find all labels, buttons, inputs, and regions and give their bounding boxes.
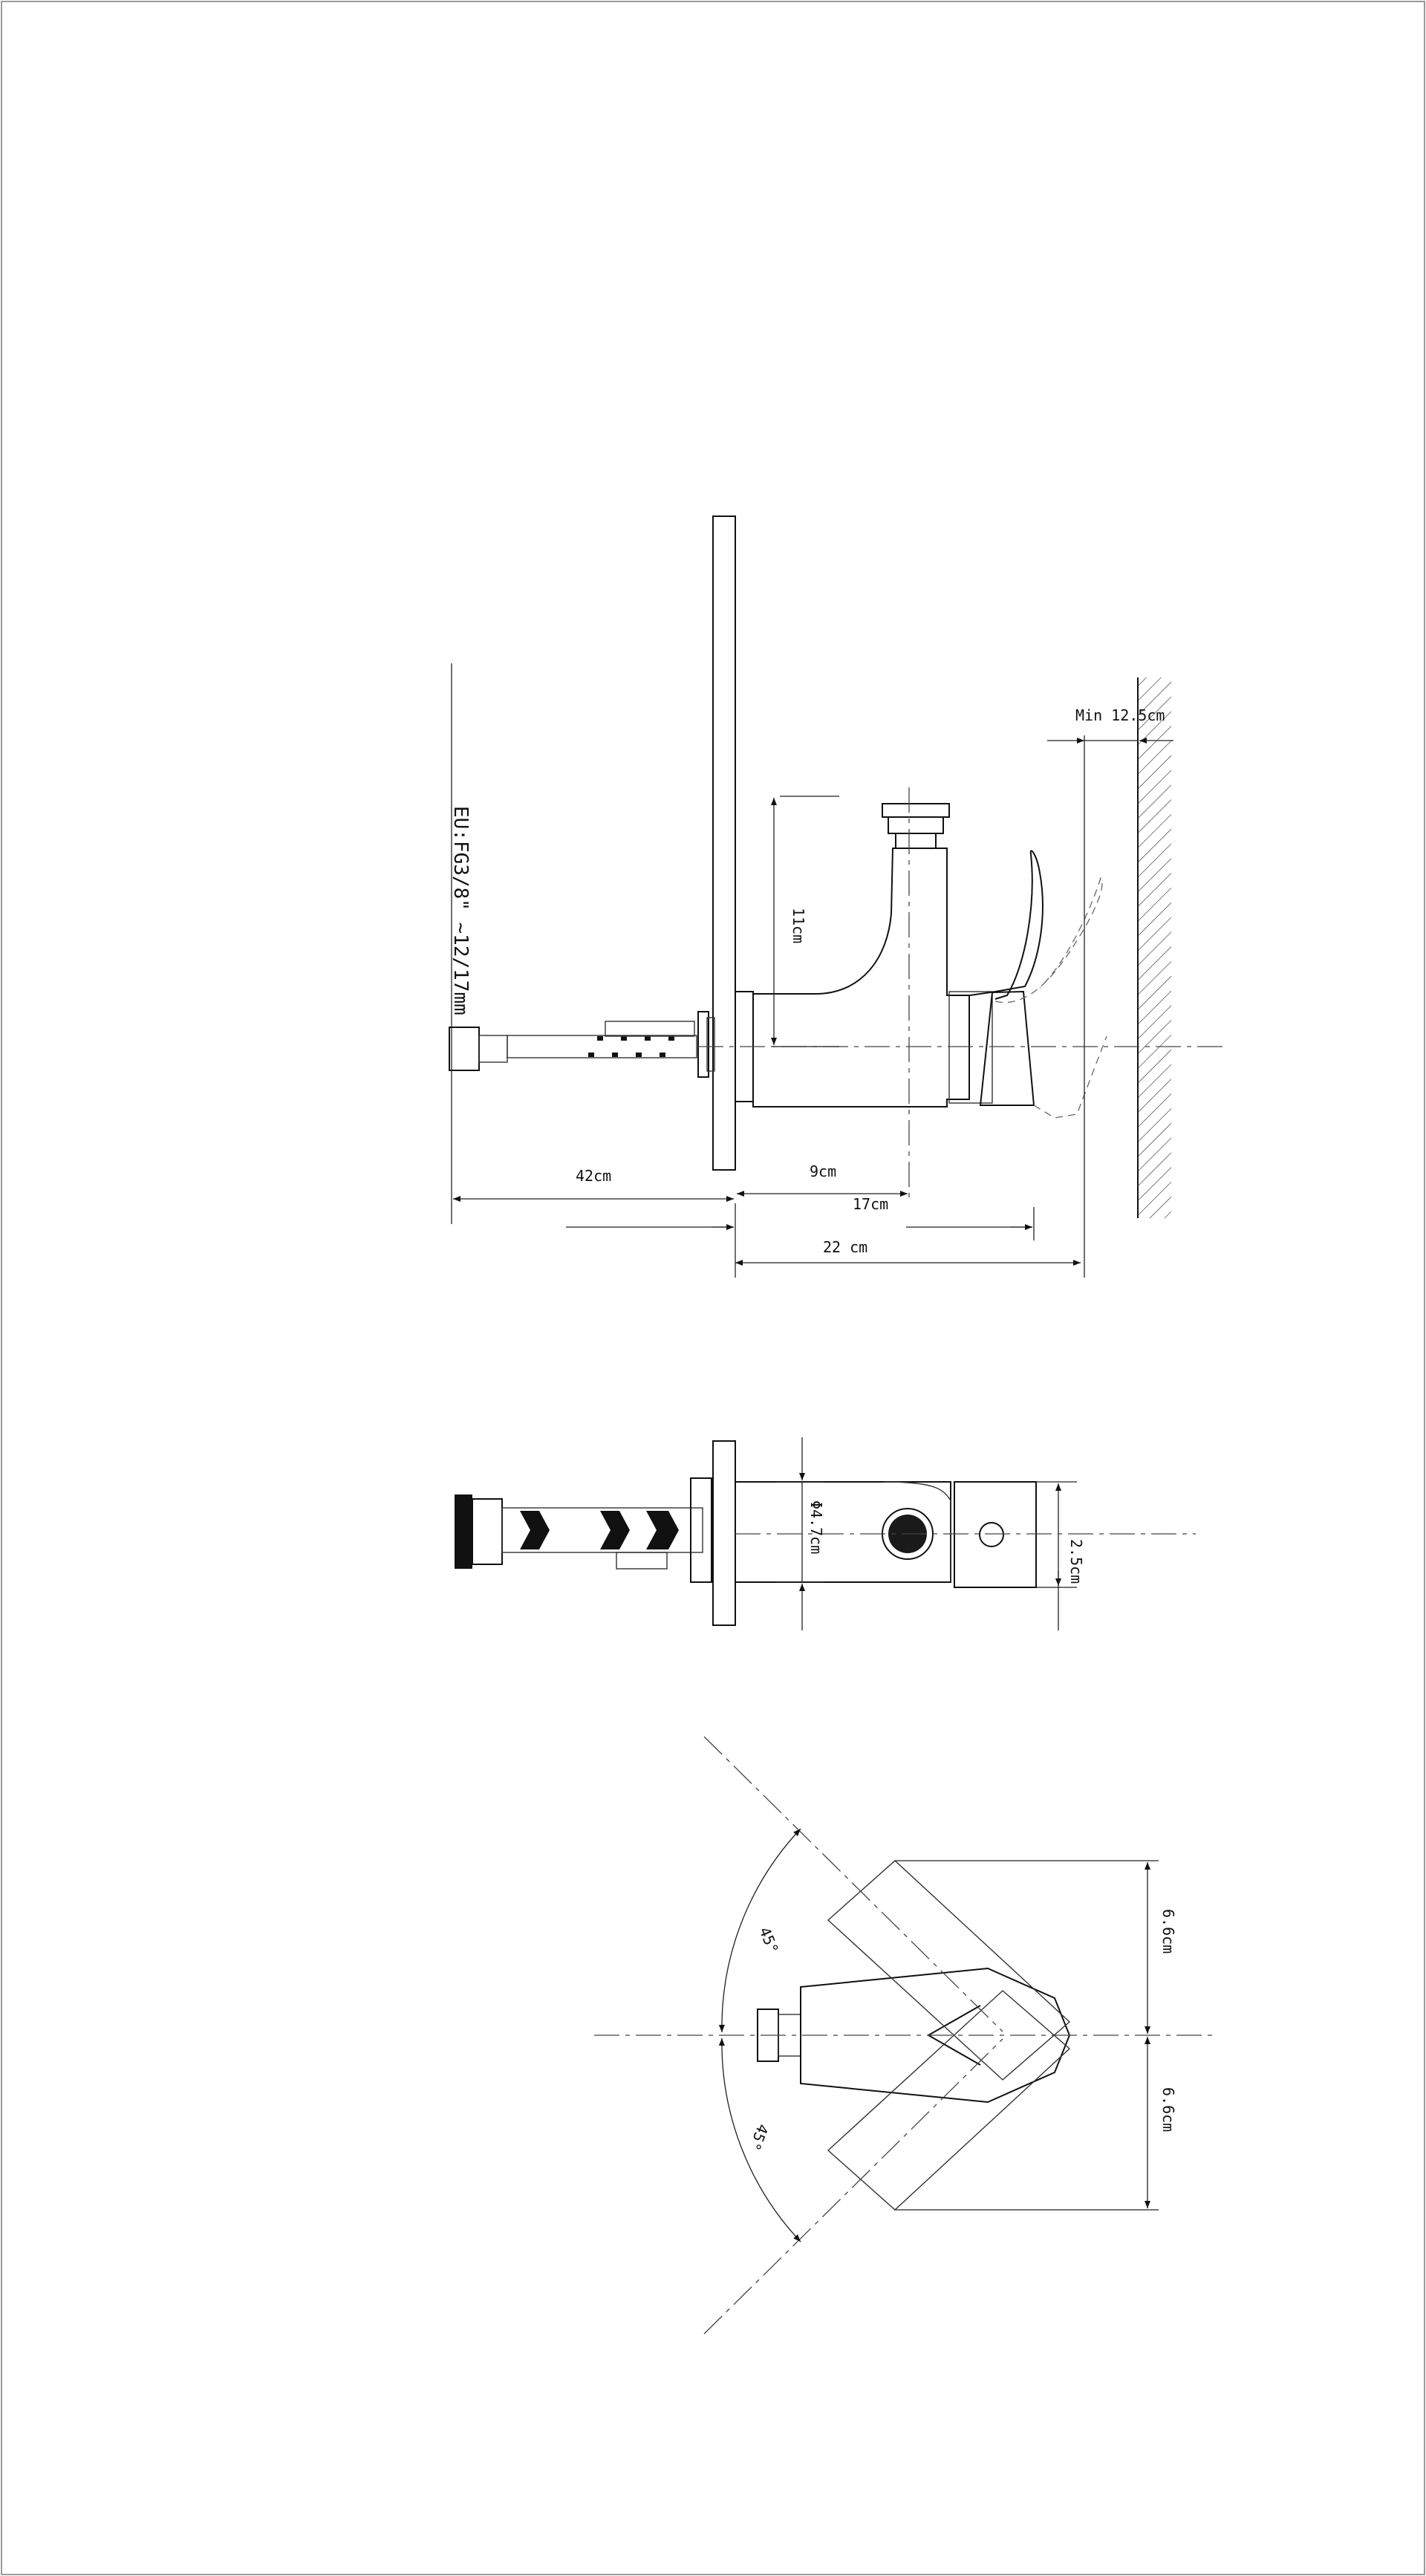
front-braided-hose xyxy=(501,1507,703,1553)
faucet-body xyxy=(752,848,970,1108)
body-label: 17cm xyxy=(853,1195,888,1213)
top-handle-upper xyxy=(827,1860,1071,2081)
diameter-label: Φ4.7cm xyxy=(807,1500,825,1554)
hose-ferrule xyxy=(478,1035,508,1063)
top-spout-body xyxy=(800,1967,1071,2104)
handle-raised-base xyxy=(1033,1035,1107,1119)
top-angle-line-upper xyxy=(703,1736,1003,2032)
spec-label: EU:FG3/8" ~12/17mm xyxy=(449,806,472,1015)
front-hose-nut xyxy=(455,1494,472,1569)
handle-raised-outline xyxy=(994,876,1103,1004)
top-view: 45° 45° 6.6cm 6.6cm xyxy=(594,1736,1218,2335)
angle-label-lower: 45° xyxy=(746,2121,772,2153)
angle-label-upper: 45° xyxy=(755,1925,782,1956)
aerator-top xyxy=(882,803,950,818)
handle-base xyxy=(979,990,1035,1106)
countertop-section xyxy=(712,515,736,1171)
top-dim-label-upper: 6.6cm xyxy=(1159,1909,1177,1954)
front-shank xyxy=(616,1552,668,1570)
wall-label: Min 12.5cm xyxy=(1075,706,1165,724)
handle-lever xyxy=(969,850,1044,1000)
hose-length-label: 42cm xyxy=(576,1167,611,1185)
front-spout-edge xyxy=(883,1481,951,1582)
mounting-washer xyxy=(706,1017,715,1072)
height-label: 11cm xyxy=(789,908,807,943)
aerator-ring xyxy=(888,816,944,834)
wall-hatch xyxy=(1138,677,1171,1218)
braided-hose xyxy=(507,1035,697,1058)
front-hose-ferrule xyxy=(472,1498,503,1565)
angle-arc-lower xyxy=(718,2037,801,2242)
countertop-section-front xyxy=(712,1440,736,1626)
top-handle-lower xyxy=(827,1990,1071,2211)
angle-arc-upper xyxy=(718,1828,801,2033)
mounting-shank xyxy=(605,1021,695,1037)
mounting-nut xyxy=(697,1011,709,1078)
cartridge xyxy=(948,991,993,1104)
side-view: EU:FG3/8" ~12/17mm 11cm xyxy=(449,515,1225,1278)
top-dim-label-lower: 6.6cm xyxy=(1159,2087,1177,2132)
front-handle-pin xyxy=(979,1522,1004,1547)
total-label: 22 cm xyxy=(823,1238,867,1256)
front-view: Φ4.7cm 2.5cm xyxy=(455,1437,1196,1630)
front-mounting-nut xyxy=(690,1477,712,1583)
reach-label: 9cm xyxy=(810,1162,836,1180)
top-angle-line-lower xyxy=(703,2038,1003,2335)
hose-nut xyxy=(449,1027,480,1071)
front-handle xyxy=(954,1481,1037,1588)
front-braid-marks xyxy=(520,1511,679,1549)
aerator-outlet xyxy=(895,833,937,849)
handle-width-label: 2.5cm xyxy=(1067,1539,1085,1584)
